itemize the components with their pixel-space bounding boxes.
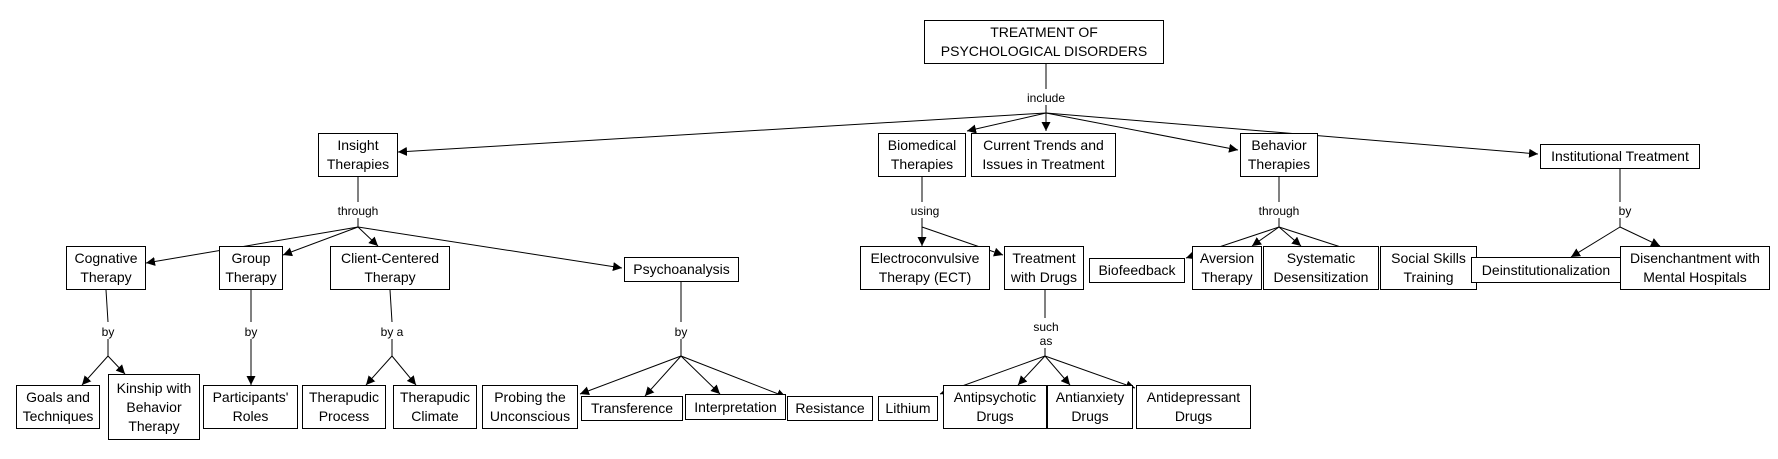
concept-node-current-trends[interactable]: Current Trends and Issues in Treatment (971, 133, 1116, 177)
concept-node-ect[interactable]: Electroconvulsive Therapy (ECT) (860, 246, 990, 290)
concept-node-transference[interactable]: Transference (581, 396, 683, 421)
concept-node-disenchantment[interactable]: Disenchantment with Mental Hospitals (1620, 246, 1770, 290)
arrow-to-systematic (1278, 226, 1302, 247)
concept-node-antianxiety-drugs[interactable]: Antianxiety Drugs (1047, 385, 1133, 429)
connector-client-by-a (389, 289, 393, 323)
arrow-to-goals (81, 355, 109, 386)
concept-node-therapudic-process[interactable]: Therapudic Process (302, 385, 386, 429)
link-label-by-psychoanalysis: by (666, 325, 696, 339)
concept-node-group-therapy[interactable]: Group Therapy (219, 246, 283, 290)
arrow-to-kinship (107, 355, 126, 375)
concept-node-antidepressant-drugs[interactable]: Antidepressant Drugs (1136, 385, 1251, 429)
arrow-to-transference (579, 355, 682, 396)
arrow-to-antianxiety (1044, 355, 1071, 386)
concept-node-therapudic-climate[interactable]: Therapudic Climate (393, 385, 477, 429)
concept-node-participants-roles[interactable]: Participants' Roles (203, 385, 298, 429)
arrow-to-group (282, 226, 359, 257)
arrow-to-deinstitutionalization (1570, 226, 1621, 258)
concept-node-institutional-treatment[interactable]: Institutional Treatment (1540, 144, 1700, 169)
link-label-include: include (1018, 91, 1074, 105)
concept-node-kinship-with-behavior-therapy[interactable]: Kinship with Behavior Therapy (108, 374, 200, 440)
arrow-to-process (365, 355, 393, 386)
arrow-to-antipsychotic (1017, 355, 1046, 386)
link-label-through-behavior: through (1251, 204, 1307, 218)
arrow-to-probing (644, 355, 682, 397)
concept-node-cognitive-therapy[interactable]: Cognative Therapy (66, 246, 146, 290)
concept-node-biofeedback[interactable]: Biofeedback (1089, 258, 1185, 283)
link-label-using: using (900, 204, 950, 218)
concept-node-resistance[interactable]: Resistance (787, 396, 873, 421)
link-label-through-insight: through (330, 204, 386, 218)
concept-node-systematic-desensitization[interactable]: Systematic Desensitization (1263, 246, 1379, 290)
concept-node-root[interactable]: TREATMENT OF PSYCHOLOGICAL DISORDERS (924, 20, 1164, 64)
arrow-to-psychoanalysis (357, 226, 623, 272)
arrow-to-client-centered (357, 226, 379, 247)
concept-node-biomedical-therapies[interactable]: Biomedical Therapies (878, 133, 966, 177)
concept-node-goals-and-techniques[interactable]: Goals and Techniques (16, 385, 100, 429)
concept-node-client-centered-therapy[interactable]: Client-Centered Therapy (330, 246, 450, 290)
link-label-by-cognitive: by (93, 325, 123, 339)
concept-node-lithium[interactable]: Lithium (878, 396, 938, 421)
concept-node-treatment-with-drugs[interactable]: Treatment with Drugs (1004, 246, 1084, 290)
arrow-to-behavior (1045, 112, 1239, 153)
concept-node-probing-the-unconscious[interactable]: Probing the Unconscious (482, 385, 578, 429)
link-label-such-as: such as (1026, 320, 1066, 348)
arrow-to-biomedical (966, 112, 1047, 134)
arrow-to-disenchantment (1619, 226, 1661, 247)
arrow-to-resistance (680, 355, 787, 398)
arrow-to-climate (391, 355, 417, 386)
arrow-to-aversion (1251, 226, 1280, 247)
concept-node-interpretation[interactable]: Interpretation (685, 394, 786, 420)
concept-node-antipsychotic-drugs[interactable]: Antipsychotic Drugs (943, 385, 1047, 429)
connector-cognitive-by (105, 289, 109, 323)
concept-node-deinstitutionalization[interactable]: Deinstitutionalization (1471, 257, 1621, 283)
arrow-to-insight (397, 112, 1047, 156)
concept-node-insight-therapies[interactable]: Insight Therapies (318, 133, 398, 177)
concept-node-behavior-therapies[interactable]: Behavior Therapies (1240, 133, 1318, 177)
concept-node-psychoanalysis[interactable]: Psychoanalysis (624, 257, 739, 282)
arrow-to-antidepressant (1044, 355, 1136, 390)
arrow-to-cognitive (145, 226, 359, 266)
concept-node-aversion-therapy[interactable]: Aversion Therapy (1192, 246, 1262, 290)
concept-node-social-skills-training[interactable]: Social Skills Training (1380, 246, 1477, 290)
arrow-to-interpretation (680, 355, 721, 395)
link-label-by-a-client: by a (375, 325, 409, 339)
link-label-by-group: by (236, 325, 266, 339)
link-label-by-institutional: by (1610, 204, 1640, 218)
